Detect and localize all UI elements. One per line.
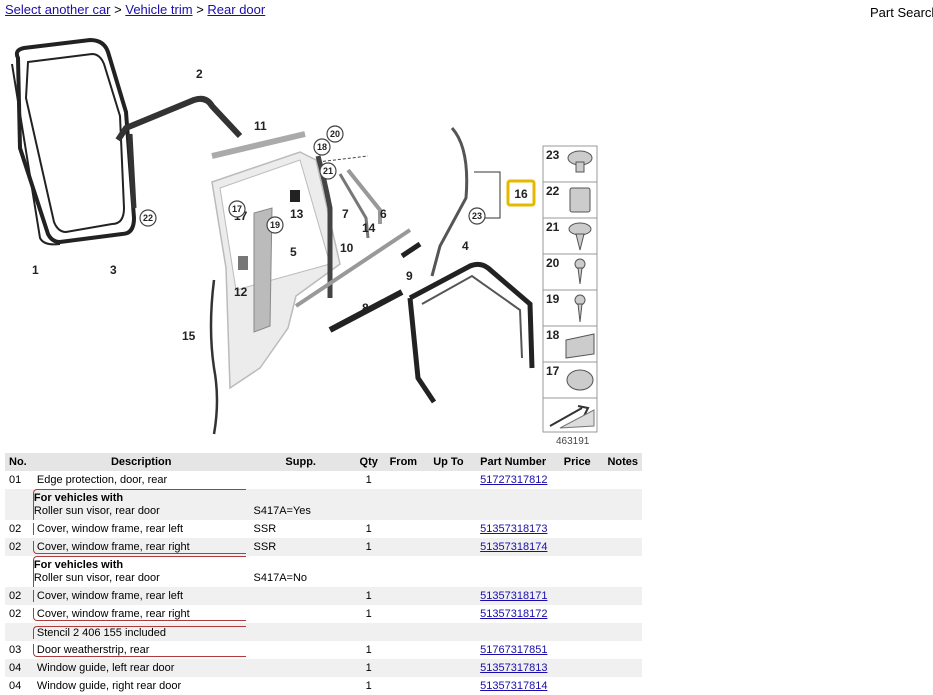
part-number-link[interactable]: 51357318174	[480, 541, 548, 553]
callout-19: 19	[270, 220, 280, 230]
col-from: From	[385, 453, 430, 471]
table-row: 02 Cover, window frame, rear left 1 5135…	[5, 587, 642, 605]
part-number-link[interactable]: 51357317814	[480, 680, 548, 692]
col-supp: Supp.	[249, 453, 352, 471]
part-3-shape	[24, 52, 126, 234]
part-10-shape	[294, 228, 412, 308]
callout-13: 13	[290, 207, 304, 221]
col-notes: Notes	[603, 453, 642, 471]
parts-diagram: 1 2 3 4 5 6 7 8 9 10 11 12 13 14 15 17 2…	[11, 37, 598, 447]
table-row: 02 Cover, window frame, rear right SSR 1…	[5, 538, 642, 556]
table-row: 03 Door weatherstrip, rear 1 51767317851	[9, 643, 548, 657]
breadcrumb-vehicle-trim[interactable]: Vehicle trim	[125, 2, 193, 17]
part-7-shape	[315, 155, 333, 298]
callout-22: 22	[143, 213, 153, 223]
breadcrumb-separator: >	[114, 2, 122, 17]
table-row: 02 Cover, window frame, rear left SSR 1 …	[9, 523, 548, 535]
callout-21: 21	[323, 166, 333, 176]
part-13-shape	[290, 190, 300, 202]
part-number-link[interactable]: 51357318171	[480, 590, 548, 602]
svg-text:21: 21	[546, 220, 560, 234]
part-15-shape	[209, 279, 219, 435]
callout-17: 17	[232, 204, 242, 214]
part-14-shape	[338, 173, 370, 239]
callout-1: 1	[32, 263, 39, 277]
callout-10: 10	[340, 241, 354, 255]
part-4-shape	[407, 261, 535, 404]
part-search-link[interactable]: Part Search	[870, 5, 933, 20]
table-row: 04 Window guide, left rear door 1 513573…	[5, 659, 642, 677]
svg-text:19: 19	[546, 292, 560, 306]
diagram-image-id: 463191	[556, 436, 590, 447]
part-5-shape	[253, 207, 273, 333]
table-row: 01 Edge protection, door, rear 1 5172731…	[9, 474, 548, 486]
breadcrumb-rear-door[interactable]: Rear door	[207, 2, 266, 17]
part-9-shape	[400, 241, 422, 259]
callout-14: 14	[362, 221, 376, 235]
svg-text:22: 22	[546, 184, 560, 198]
part-number-link[interactable]: 51727317812	[480, 474, 548, 486]
svg-text:18: 18	[546, 328, 560, 342]
part-8-shape	[328, 289, 404, 333]
callout-3: 3	[110, 263, 117, 277]
callout-5: 5	[290, 245, 297, 259]
part-number-link[interactable]: 51357318172	[480, 608, 548, 620]
col-description: Description	[32, 453, 250, 471]
callout-16: 16	[514, 187, 528, 201]
callout-11: 11	[254, 119, 267, 133]
col-price: Price	[559, 453, 604, 471]
col-no: No.	[5, 453, 33, 471]
breadcrumb-select-car[interactable]: Select another car	[5, 2, 111, 17]
part-12-shape	[238, 256, 248, 270]
callout-23: 23	[472, 211, 482, 221]
callout-12: 12	[234, 285, 248, 299]
part-11-shape	[211, 131, 306, 159]
col-qty: Qty	[351, 453, 386, 471]
part-2-shape	[115, 95, 243, 142]
callout-18: 18	[317, 142, 327, 152]
parts-table: No. Description Supp. Qty From Up To Par…	[5, 453, 642, 695]
svg-text:23: 23	[546, 148, 560, 162]
callout-2: 2	[196, 67, 203, 81]
col-upto: Up To	[429, 453, 477, 471]
callout-8: 8	[362, 301, 369, 315]
table-header-row: No. Description Supp. Qty From Up To Par…	[5, 453, 642, 471]
table-row: 02 Cover, window frame, rear right 1 513…	[9, 607, 548, 621]
part-16-shape	[430, 126, 469, 277]
callout-9: 9	[406, 269, 413, 283]
part-number-link[interactable]: 51357317813	[480, 662, 548, 674]
part-number-link[interactable]: 51767317851	[480, 644, 548, 656]
part-1-shape	[14, 37, 137, 245]
col-part-number: Part Number	[476, 453, 560, 471]
table-note-row: Stencil 2 406 155 included	[5, 623, 642, 641]
breadcrumb-separator: >	[196, 2, 204, 17]
callout-20: 20	[330, 129, 340, 139]
svg-text:20: 20	[546, 256, 560, 270]
callout-4: 4	[462, 239, 469, 253]
svg-text:17: 17	[546, 364, 560, 378]
table-row: 04 Window guide, right rear door 1 51357…	[9, 680, 548, 692]
callout-6: 6	[380, 207, 387, 221]
callout-15: 15	[182, 329, 196, 343]
callout-7: 7	[342, 207, 349, 221]
part-6-shape	[346, 168, 382, 224]
breadcrumb: Select another car > Vehicle trim > Rear…	[5, 2, 265, 18]
part-number-link[interactable]: 51357318173	[480, 523, 548, 535]
